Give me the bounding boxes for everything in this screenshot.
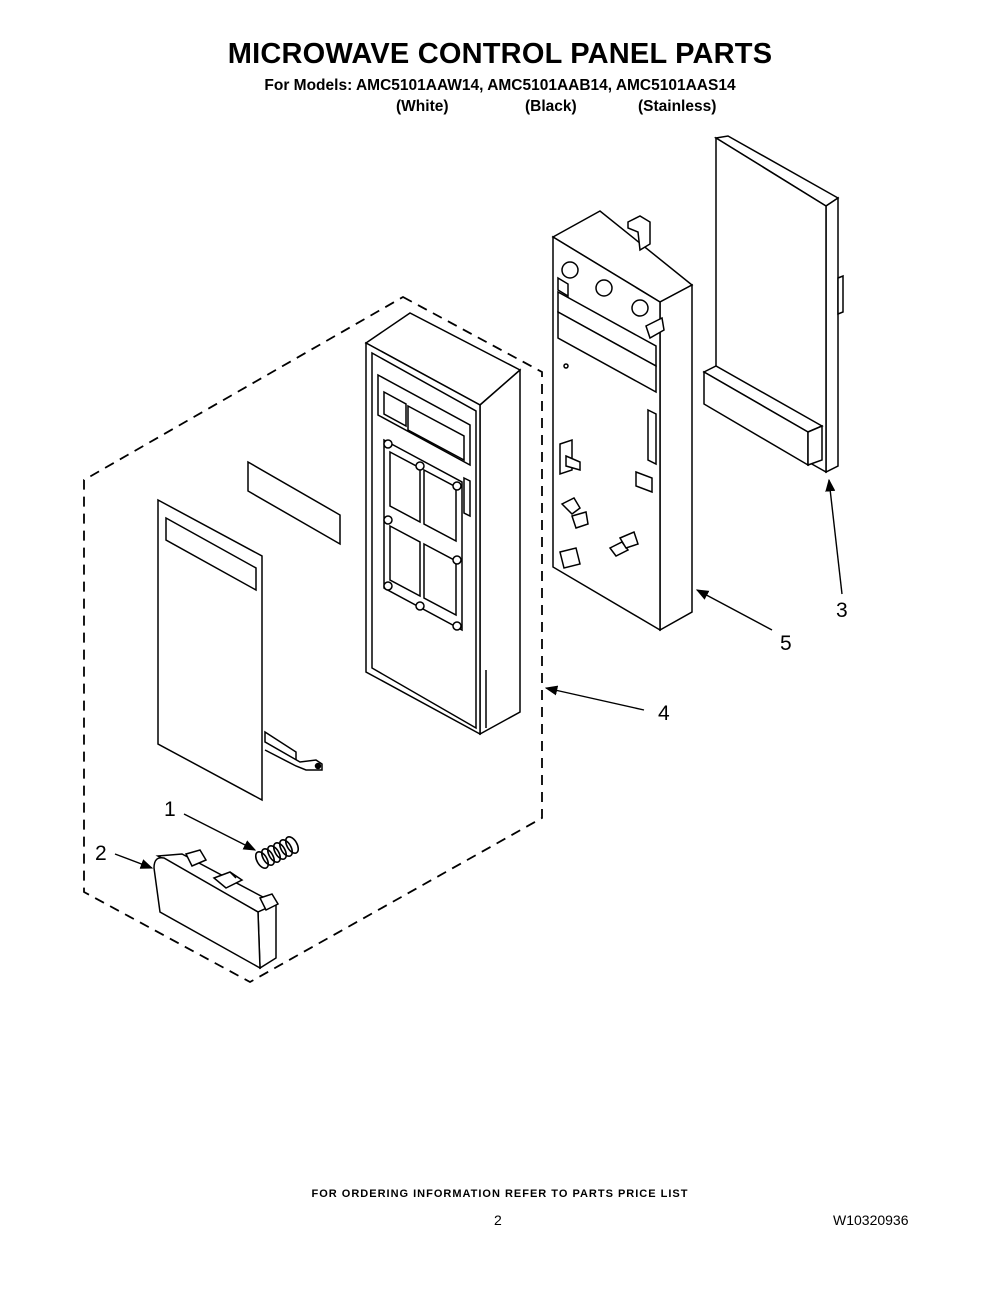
models-line: For Models: AMC5101AAW14, AMC5101AAB14, … (264, 77, 736, 94)
variant-stainless: (Stainless) (638, 98, 717, 115)
membrane-keypad (157, 498, 323, 802)
assembly-boundary (83, 295, 543, 984)
control-panel-rear (551, 210, 694, 632)
variant-black: (Black) (525, 98, 577, 115)
spring (254, 836, 300, 869)
callout-2: 2 (95, 842, 107, 865)
callout-1: 1 (164, 798, 176, 821)
page-number: 2 (494, 1212, 502, 1228)
leader-2 (114, 853, 154, 869)
page-title: MICROWAVE CONTROL PANEL PARTS (227, 38, 773, 70)
leader-5 (695, 589, 773, 631)
leader-4 (544, 685, 645, 711)
trim-plate (702, 135, 844, 474)
document-number: W10320936 (833, 1212, 909, 1228)
label-strip (247, 460, 341, 546)
ordering-note: FOR ORDERING INFORMATION REFER TO PARTS … (311, 1188, 689, 1200)
leader-1 (183, 813, 257, 851)
callout-3: 3 (836, 599, 848, 622)
leader-3 (825, 478, 843, 595)
callout-5: 5 (780, 632, 792, 655)
variant-white: (White) (396, 98, 449, 115)
door-release-button (153, 849, 280, 970)
callout-4: 4 (658, 702, 670, 725)
control-panel-front (364, 312, 522, 736)
